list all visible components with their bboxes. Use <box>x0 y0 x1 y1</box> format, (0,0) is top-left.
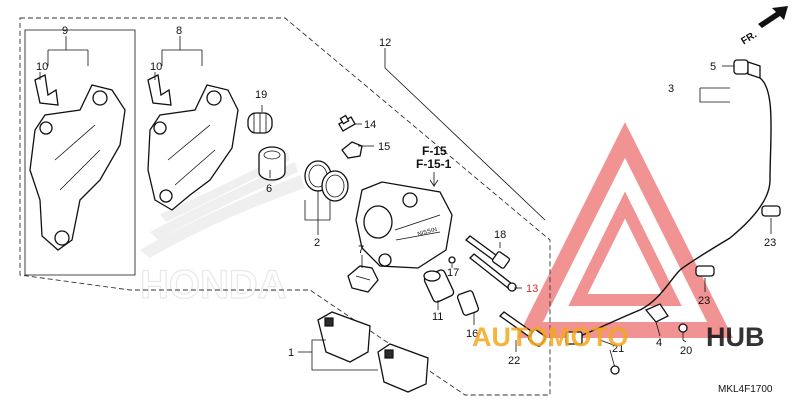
sensor-grommet-5 <box>733 59 761 79</box>
callout-19[interactable]: 19 <box>255 89 267 101</box>
pad-pin-13 <box>469 253 517 292</box>
watermark-word-automoto: AUTOMOTO <box>472 322 629 352</box>
honda-brand-text: HONDA <box>140 263 287 307</box>
automotohub-wordmark: AUTOMOTO HUB <box>472 322 765 352</box>
callout-4[interactable]: 4 <box>656 337 662 349</box>
sensor-bolt-20 <box>678 323 688 340</box>
page-ref-f15[interactable]: F-15 <box>422 144 447 158</box>
callout-12[interactable]: 12 <box>379 37 391 49</box>
caliper-body: NISSIN <box>355 181 453 269</box>
caliper-assembly-frame <box>19 17 551 396</box>
caliper-bracket-9 <box>29 84 126 251</box>
page-ref-f15-1[interactable]: F-15-1 <box>416 157 452 171</box>
honda-wing-watermark: HONDA <box>139 152 305 308</box>
callout-23-upper[interactable]: 23 <box>764 237 776 249</box>
bracket-subframe <box>24 29 136 276</box>
callout-6[interactable]: 6 <box>266 183 272 195</box>
bleed-valve-14 <box>338 114 356 132</box>
leader-lines <box>39 36 772 371</box>
sensor-connector-21 <box>565 331 620 375</box>
pin-boot-19 <box>247 112 273 134</box>
callout-18[interactable]: 18 <box>494 229 506 241</box>
front-label: FR. <box>739 29 759 47</box>
callout-14[interactable]: 14 <box>364 119 376 131</box>
sensor-cable-3 <box>579 77 772 337</box>
bleed-cap-15 <box>341 141 363 159</box>
callout-2[interactable]: 2 <box>314 237 320 249</box>
callouts: 9 8 10 10 12 19 6 2 14 15 7 17 18 13 11 … <box>36 25 776 367</box>
callout-5[interactable]: 5 <box>710 61 716 73</box>
slide-pin-18 <box>465 235 511 269</box>
callout-22[interactable]: 22 <box>508 355 520 367</box>
callout-23-lower[interactable]: 23 <box>698 295 710 307</box>
automotohub-logo <box>517 122 733 338</box>
callout-11[interactable]: 11 <box>432 311 443 323</box>
piston-seals-2 <box>304 160 349 202</box>
cable-clamp-23a <box>761 205 781 217</box>
callout-10-right[interactable]: 10 <box>150 61 162 73</box>
caliper-bracket-8 <box>147 84 239 211</box>
front-direction-arrow: FR. <box>739 6 788 47</box>
callout-17[interactable]: 17 <box>447 267 459 279</box>
retainer-clip-10b <box>147 74 172 106</box>
cable-clamp-23b <box>695 265 715 277</box>
watermark-word-hub: HUB <box>706 322 765 352</box>
sleeve-11 <box>423 269 455 303</box>
callout-7[interactable]: 7 <box>358 244 364 256</box>
callout-3[interactable]: 3 <box>668 83 674 95</box>
callout-1[interactable]: 1 <box>288 347 294 359</box>
caliper-piston-6 <box>258 146 286 181</box>
callout-15[interactable]: 15 <box>378 141 390 153</box>
callout-21[interactable]: 21 <box>612 343 624 355</box>
svg-text:NISSIN: NISSIN <box>417 227 438 238</box>
callout-10-left[interactable]: 10 <box>36 61 48 73</box>
retainer-clip-10a <box>34 74 59 106</box>
pin-bolt-22 <box>498 311 547 347</box>
callout-8[interactable]: 8 <box>176 25 182 37</box>
callout-16[interactable]: 16 <box>466 328 478 340</box>
pin-plug-17 <box>448 256 456 264</box>
pad-spring-7 <box>347 265 379 293</box>
pin-boot-16 <box>456 290 480 316</box>
callout-9[interactable]: 9 <box>62 25 68 37</box>
brake-pad-set-1 <box>317 311 429 393</box>
callout-13[interactable]: 13 <box>526 283 538 295</box>
wheel-speed-sensor-4 <box>644 303 669 323</box>
callout-20[interactable]: 20 <box>680 345 692 357</box>
diagram-code: MKL4F1700 <box>718 384 773 395</box>
